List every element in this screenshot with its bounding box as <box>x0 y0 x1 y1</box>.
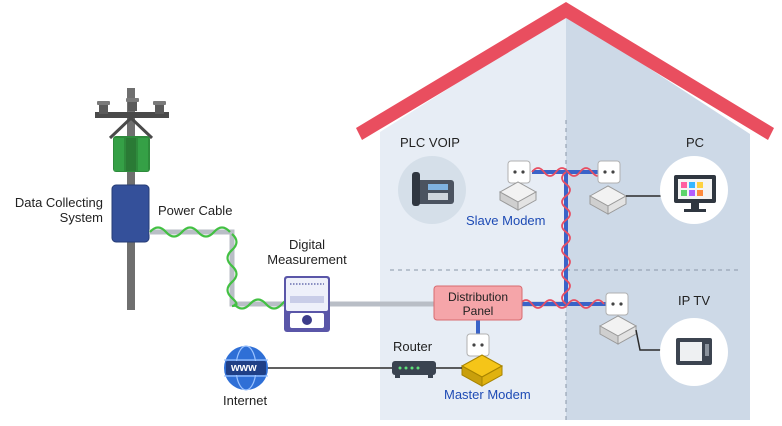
router-label: Router <box>393 339 433 354</box>
data-collecting-system-label: Data Collecting System <box>0 195 103 225</box>
plug-icon <box>507 160 531 184</box>
distribution-panel <box>433 285 523 321</box>
data-collecting-line2: System <box>59 210 103 225</box>
data-collector-icon <box>111 184 150 243</box>
power-cable-label: Power Cable <box>158 203 233 218</box>
data-collecting-line1: Data Collecting <box>14 195 103 210</box>
distribution-line: Distribution <box>447 290 509 304</box>
meter-icon <box>284 276 330 332</box>
internet-label: Internet <box>223 393 268 408</box>
globe-text: www <box>231 362 257 374</box>
router-icon <box>392 361 436 378</box>
modem-icon <box>498 181 538 211</box>
plug-icon <box>466 333 490 357</box>
modem-icon <box>598 315 638 345</box>
modem-icon <box>460 354 504 387</box>
monitor-icon <box>660 156 728 224</box>
house-signal-wave <box>519 167 605 309</box>
device-links <box>262 195 662 369</box>
globe-icon <box>224 345 268 391</box>
ip-tv-label: IP TV <box>678 293 711 308</box>
phone-icon <box>398 156 466 224</box>
pc-label: PC <box>686 135 705 150</box>
plc-voip-label: PLC VOIP <box>400 135 460 150</box>
slave-modem-label: Slave Modem <box>466 213 546 228</box>
master-modem-label: Master Modem <box>444 387 531 402</box>
modem-icon <box>588 185 628 215</box>
distribution-panel-label: Distribution Panel <box>434 290 522 318</box>
plug-icon <box>605 292 629 316</box>
digital-measurement-label: Digital Measurement <box>252 237 362 267</box>
measurement-line: Measurement <box>267 252 347 267</box>
plug-icon <box>597 160 621 184</box>
panel-line: Panel <box>462 304 494 318</box>
tv-icon <box>660 318 728 386</box>
digital-line: Digital <box>288 237 326 252</box>
